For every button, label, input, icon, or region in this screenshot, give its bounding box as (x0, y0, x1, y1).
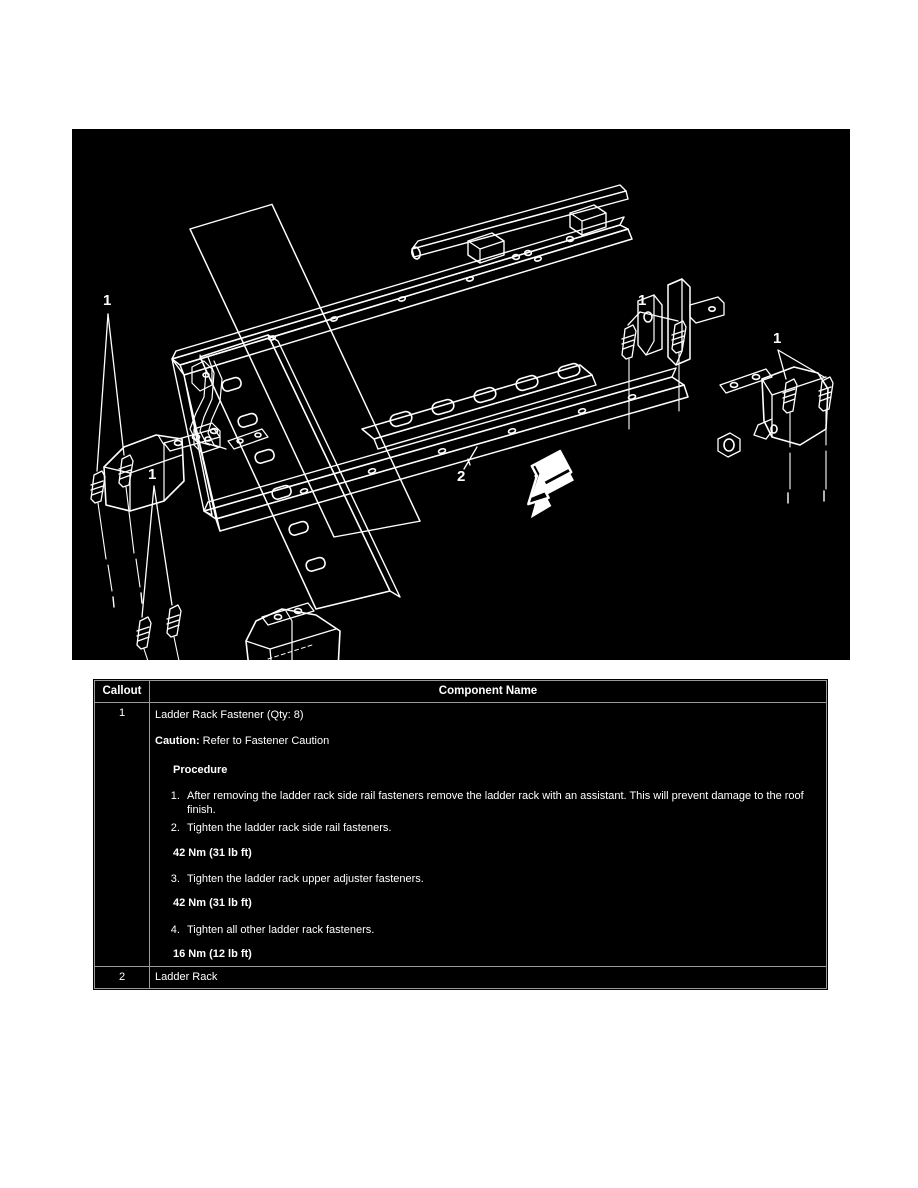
drawing-background (72, 129, 850, 660)
component-table: Callout Component Name 1 Ladder Rack Fas… (94, 680, 827, 989)
procedure-step: After removing the ladder rack side rail… (183, 789, 821, 818)
table-row: 1 Ladder Rack Fastener (Qty: 8) Caution:… (94, 701, 827, 968)
component-detail-cell-1: Ladder Rack Fastener (Qty: 8) Caution: R… (149, 701, 827, 968)
ladder-rack-drawing: 1 1 1 1 2 (72, 129, 850, 660)
torque-spec-other-fasteners: 16 Nm (12 lb ft) (173, 947, 252, 960)
table-row: 2 Ladder Rack (94, 966, 827, 989)
caution-label: Caution: (155, 735, 200, 748)
caution-text: Refer to Fastener Caution (199, 735, 330, 748)
rack-linework (90, 184, 834, 660)
procedure-step: Tighten all other ladder rack fasteners. (183, 923, 821, 937)
column-header-callout: Callout (94, 680, 150, 703)
component-title: Ladder Rack Fastener (Qty: 8) (155, 708, 304, 721)
procedure-step-list: Tighten the ladder rack upper adjuster f… (155, 872, 821, 886)
callout-number-top-center: 1 (638, 292, 646, 309)
callout-number-lower-left: 1 (148, 466, 156, 483)
procedure-step: Tighten the ladder rack side rail fasten… (183, 821, 821, 835)
table-header-row: Callout Component Name (94, 680, 827, 703)
illustration-panel: 1 1 1 1 2 (72, 129, 850, 660)
callout-number-right: 1 (773, 330, 781, 347)
callout-value-2: 2 (94, 966, 150, 989)
torque-spec-side-rail: 42 Nm (31 lb ft) (173, 846, 252, 859)
component-detail-cell-2: Ladder Rack (149, 966, 827, 989)
procedure-step-list: Tighten all other ladder rack fasteners. (155, 923, 821, 937)
caution-note: Caution: Refer to Fastener Caution (155, 734, 821, 748)
callout-value-1: 1 (94, 701, 150, 968)
callout-number-left: 1 (103, 292, 111, 309)
procedure-step: Tighten the ladder rack upper adjuster f… (183, 872, 821, 886)
procedure-step-list: After removing the ladder rack side rail… (155, 789, 821, 836)
procedure-heading: Procedure (173, 763, 228, 776)
callout-number-ladder-rack: 2 (457, 468, 465, 485)
torque-spec-upper-adjuster: 42 Nm (31 lb ft) (173, 897, 252, 910)
callout-number-group: 1 1 1 1 2 (103, 292, 781, 485)
removal-direction-arrow (527, 449, 574, 519)
component-table-container: Callout Component Name 1 Ladder Rack Fas… (91, 677, 830, 992)
column-header-component-name: Component Name (149, 680, 827, 703)
